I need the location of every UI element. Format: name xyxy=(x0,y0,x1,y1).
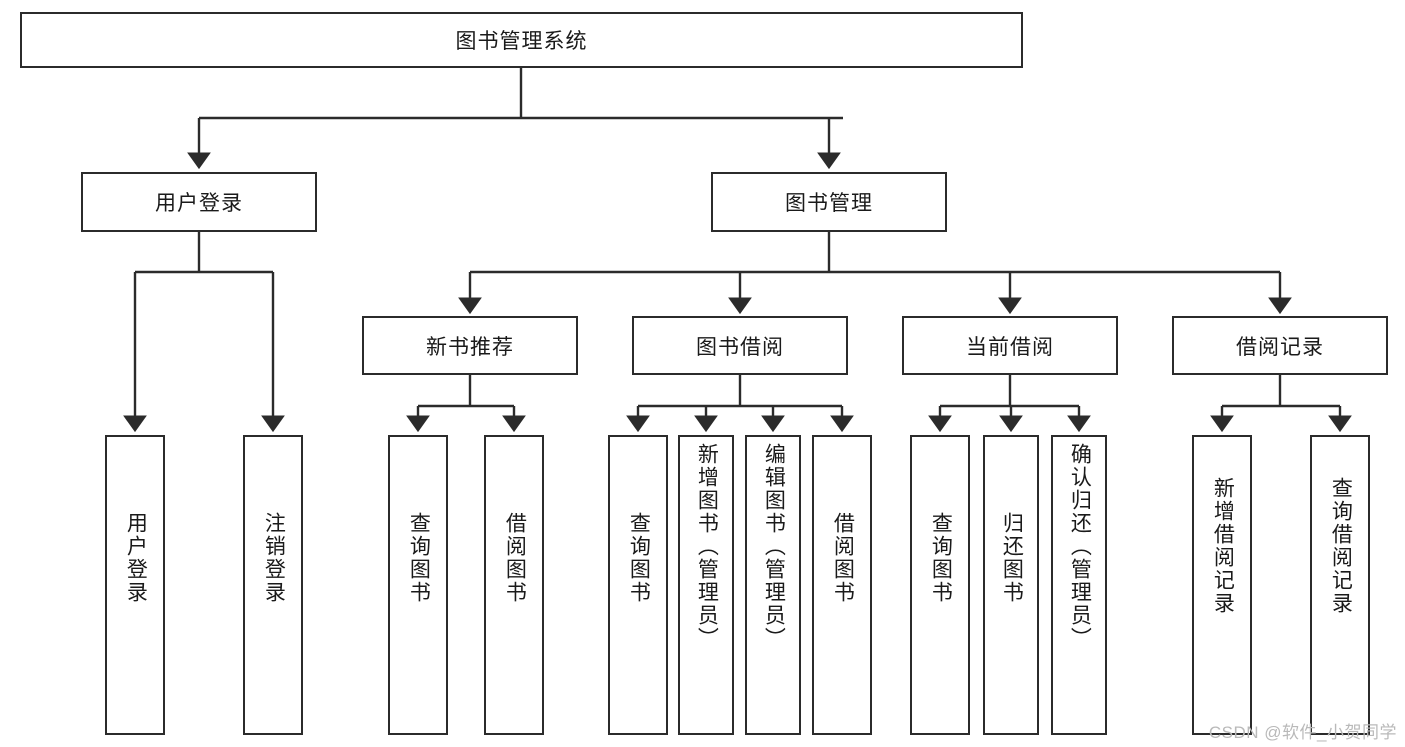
node-leaf-user-login-label: 用户登录 xyxy=(124,512,148,604)
watermark: CSDN @软件_小贺同学 xyxy=(1208,723,1397,742)
node-borrow-record-label: 借阅记录 xyxy=(1236,335,1324,359)
node-new-book-rec-label: 新书推荐 xyxy=(426,335,514,359)
node-leaf-query-book-1-label: 查询图书 xyxy=(407,512,431,604)
node-leaf-return-book-label: 归还图书 xyxy=(1000,512,1024,604)
node-leaf-return-book[interactable]: 归还图书 xyxy=(983,435,1039,735)
node-leaf-query-book-2[interactable]: 查询图书 xyxy=(608,435,668,735)
node-leaf-add-record[interactable]: 新增借阅记录 xyxy=(1192,435,1252,735)
node-leaf-confirm-return[interactable]: 确认归还（管理员） xyxy=(1051,435,1107,735)
node-leaf-query-record[interactable]: 查询借阅记录 xyxy=(1310,435,1370,735)
node-current-borrow[interactable]: 当前借阅 xyxy=(902,316,1118,375)
node-current-borrow-label: 当前借阅 xyxy=(966,335,1054,359)
node-leaf-logout-label: 注销登录 xyxy=(262,512,286,604)
node-user-login-label: 用户登录 xyxy=(155,192,243,215)
node-user-login[interactable]: 用户登录 xyxy=(81,172,317,232)
node-leaf-borrow-book-2[interactable]: 借阅图书 xyxy=(812,435,872,735)
node-leaf-borrow-book-1[interactable]: 借阅图书 xyxy=(484,435,544,735)
node-leaf-query-book-1[interactable]: 查询图书 xyxy=(388,435,448,735)
node-leaf-edit-book-label: 编辑图书（管理员） xyxy=(762,443,786,650)
node-book-borrow-label: 图书借阅 xyxy=(696,335,784,359)
node-leaf-add-book-label: 新增图书（管理员） xyxy=(695,443,719,650)
node-leaf-confirm-return-label: 确认归还（管理员） xyxy=(1068,443,1092,650)
node-new-book-rec[interactable]: 新书推荐 xyxy=(362,316,578,375)
node-leaf-borrow-book-1-label: 借阅图书 xyxy=(503,512,527,604)
node-leaf-user-login[interactable]: 用户登录 xyxy=(105,435,165,735)
node-leaf-query-record-label: 查询借阅记录 xyxy=(1329,477,1353,615)
node-book-borrow[interactable]: 图书借阅 xyxy=(632,316,848,375)
node-book-manage-label: 图书管理 xyxy=(785,192,873,215)
node-leaf-edit-book[interactable]: 编辑图书（管理员） xyxy=(745,435,801,735)
node-root-label: 图书管理系统 xyxy=(455,30,588,53)
node-leaf-add-book[interactable]: 新增图书（管理员） xyxy=(678,435,734,735)
node-leaf-borrow-book-2-label: 借阅图书 xyxy=(831,512,855,604)
node-borrow-record[interactable]: 借阅记录 xyxy=(1172,316,1388,375)
node-leaf-query-book-3-label: 查询图书 xyxy=(929,512,953,604)
node-leaf-logout[interactable]: 注销登录 xyxy=(243,435,303,735)
node-leaf-query-book-3[interactable]: 查询图书 xyxy=(910,435,970,735)
node-leaf-query-book-2-label: 查询图书 xyxy=(627,512,651,604)
node-book-manage[interactable]: 图书管理 xyxy=(711,172,947,232)
node-leaf-add-record-label: 新增借阅记录 xyxy=(1211,477,1235,615)
node-root[interactable]: 图书管理系统 xyxy=(20,12,1023,68)
